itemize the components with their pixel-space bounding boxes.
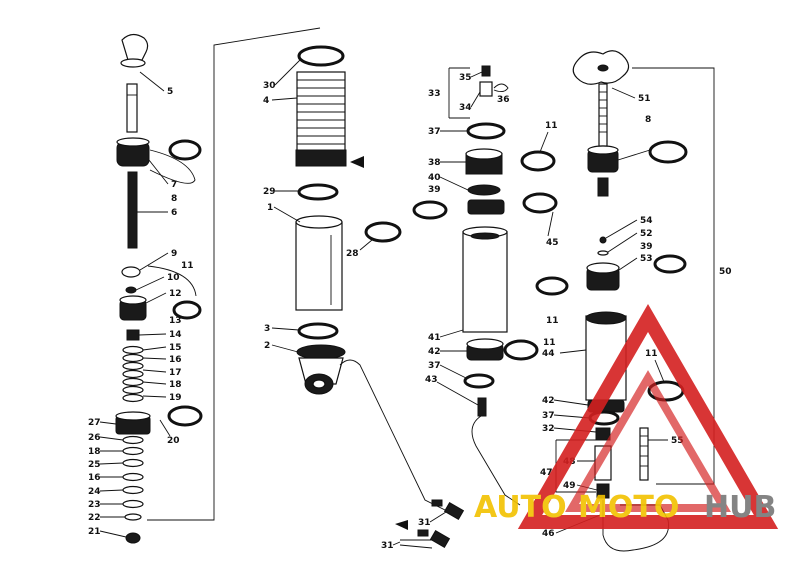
callout-16b: 16 xyxy=(88,473,101,483)
callout-15: 15 xyxy=(169,343,182,353)
callout-28: 28 xyxy=(346,249,359,259)
callout-49: 49 xyxy=(563,481,576,491)
callout-18: 18 xyxy=(169,380,182,390)
watermark-triangle-outer xyxy=(517,304,779,529)
callout-35: 35 xyxy=(459,73,472,83)
callout-10: 10 xyxy=(167,273,180,283)
callout-43: 43 xyxy=(425,375,438,385)
callout-21: 21 xyxy=(88,527,101,537)
assembly-bracket-50 xyxy=(632,67,715,485)
column-1-parts xyxy=(115,33,203,544)
callout-51: 51 xyxy=(638,94,651,104)
callout-27: 27 xyxy=(88,418,101,428)
autohub-watermark: AUTO MOTO HUB xyxy=(474,304,779,529)
callout-36: 36 xyxy=(497,95,510,105)
callout-32: 32 xyxy=(542,424,555,434)
callout-22: 22 xyxy=(88,513,101,523)
callout-17: 17 xyxy=(169,368,182,378)
callout-45: 45 xyxy=(546,238,559,248)
watermark-text-moto: MOTO xyxy=(578,490,679,525)
callout-30: 30 xyxy=(263,81,276,91)
callout-18b: 18 xyxy=(88,447,101,457)
callout-31: 31 xyxy=(418,518,431,528)
callout-23: 23 xyxy=(88,500,101,510)
callout-29: 29 xyxy=(263,187,276,197)
callout-11e: 11 xyxy=(645,349,658,359)
callout-19: 19 xyxy=(169,393,182,403)
callout-39b: 39 xyxy=(640,242,653,252)
callout-11b: 11 xyxy=(545,121,558,131)
callout-11: 11 xyxy=(181,261,194,271)
callout-8: 8 xyxy=(171,194,177,204)
callout-37b: 37 xyxy=(428,361,441,371)
disc-stack-lower xyxy=(122,435,144,521)
callout-9: 9 xyxy=(171,249,177,259)
callout-20: 20 xyxy=(167,436,180,446)
callout-7: 7 xyxy=(171,180,177,190)
callout-1: 1 xyxy=(267,203,273,213)
callout-5: 5 xyxy=(167,87,173,97)
callout-24: 24 xyxy=(88,487,101,497)
spring-coils xyxy=(297,79,345,145)
callout-11d: 11 xyxy=(546,316,559,326)
callout-42b: 42 xyxy=(542,396,555,406)
callout-31b: 31 xyxy=(381,541,394,551)
callout-8b: 8 xyxy=(645,115,651,125)
callout-37: 37 xyxy=(428,127,441,137)
callout-33: 33 xyxy=(428,89,441,99)
column-2-parts xyxy=(295,45,446,511)
callout-55: 55 xyxy=(671,436,684,446)
callout-52: 52 xyxy=(640,229,653,239)
watermark-text-auto: AUTO xyxy=(474,490,567,525)
disc-stack-upper xyxy=(122,345,144,403)
callout-41: 41 xyxy=(428,333,441,343)
callout-2: 2 xyxy=(264,341,270,351)
callout-47: 47 xyxy=(540,468,553,478)
watermark-triangle-inner xyxy=(565,370,731,512)
callout-34: 34 xyxy=(459,103,472,113)
callout-13: 13 xyxy=(169,316,182,326)
callout-16: 16 xyxy=(169,355,182,365)
callout-4: 4 xyxy=(263,96,269,106)
callout-labels: 5 7 8 6 9 10 11 12 13 14 15 16 17 18 19 … xyxy=(88,59,732,551)
callout-44: 44 xyxy=(542,349,555,359)
callout-46: 46 xyxy=(542,529,555,539)
callout-39: 39 xyxy=(428,185,441,195)
callout-3: 3 xyxy=(264,324,270,334)
callout-6: 6 xyxy=(171,208,177,218)
callout-25: 25 xyxy=(88,460,101,470)
callout-38: 38 xyxy=(428,158,441,168)
column-3-parts xyxy=(412,65,558,506)
callout-37c: 37 xyxy=(542,411,555,421)
assembly-bracket-1 xyxy=(147,27,321,521)
callout-26: 26 xyxy=(88,433,101,443)
callout-40: 40 xyxy=(428,173,441,183)
callout-14: 14 xyxy=(169,330,182,340)
callout-53: 53 xyxy=(640,254,653,264)
callout-11c: 11 xyxy=(543,338,556,348)
callout-12: 12 xyxy=(169,289,182,299)
bottom-fittings xyxy=(395,499,465,549)
callout-50: 50 xyxy=(719,267,732,277)
callout-54: 54 xyxy=(640,216,653,226)
callout-42: 42 xyxy=(428,347,441,357)
watermark-text-hub: HUB xyxy=(704,490,776,525)
